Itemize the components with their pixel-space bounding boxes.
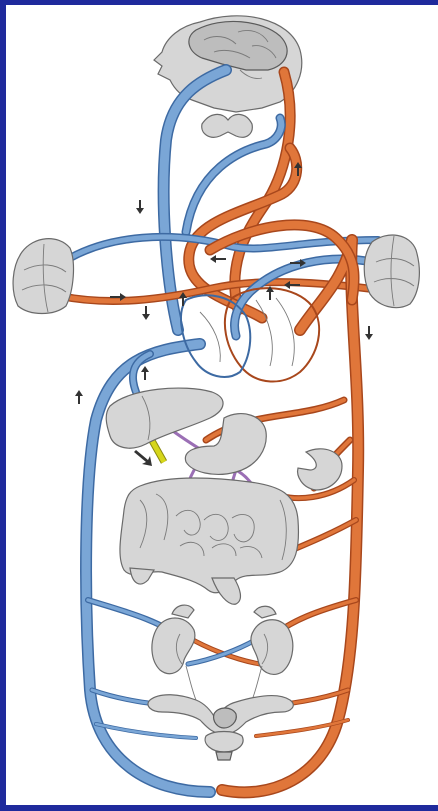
intestines [120,478,299,604]
arrow-down-aorta [365,326,373,340]
arrow-down-neck [136,200,144,214]
lung-right [364,235,419,308]
adrenal-right [254,606,276,618]
adrenal-left [172,605,194,618]
thyroid [202,114,253,137]
uterus [148,695,293,734]
bladder [205,732,243,761]
arrow-up-hepatic [141,366,149,380]
lung-left [13,239,73,314]
arrow-down-ivc-top [142,306,150,320]
arrow-left-pulmonary [210,255,226,263]
spleen [298,449,342,490]
ureters [186,666,262,700]
arrow-bile-flow [134,450,152,466]
arrow-up-ivc [75,390,83,404]
kidney-right [251,620,293,675]
